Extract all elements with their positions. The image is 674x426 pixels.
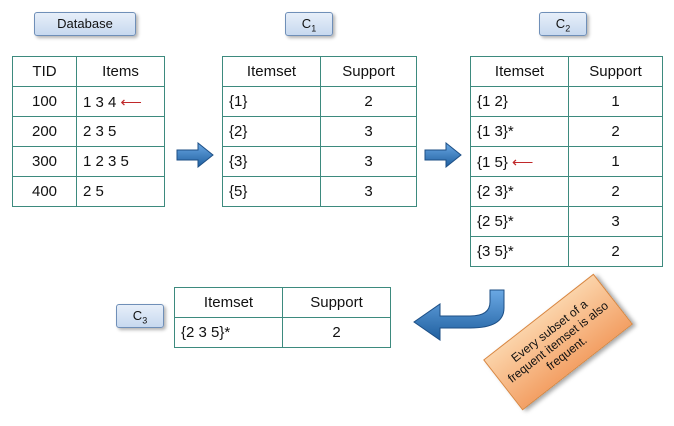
tid-cell: 400: [12, 176, 77, 207]
table-row: {2 3}* 2: [470, 176, 663, 207]
tid-cell: 300: [12, 146, 77, 177]
table-row: {1 2} 1: [470, 86, 663, 117]
table-row: {5} 3: [222, 176, 417, 207]
table-row: {3} 3: [222, 146, 417, 177]
c2-label-sub: 2: [565, 23, 571, 34]
itemset-cell: {2 3}*: [470, 176, 569, 207]
column-header: Items: [76, 56, 165, 87]
itemset-cell: {1 2}: [470, 86, 569, 117]
table-row: {1} 2: [222, 86, 417, 117]
items-cell: 1 2 3 5: [76, 146, 165, 177]
tid-cell: 100: [12, 86, 77, 117]
support-cell: 3: [320, 146, 417, 177]
itemset-cell: {3}: [222, 146, 321, 177]
tid-cell: 200: [12, 116, 77, 147]
itemset-cell: {1}: [222, 86, 321, 117]
column-header: Support: [320, 56, 417, 87]
c1-label-sub: 1: [311, 23, 317, 34]
table-header-row: TID Items: [12, 56, 165, 87]
support-cell: 2: [568, 116, 663, 147]
c3-table: Itemset Support {2 3 5}* 2: [174, 287, 391, 348]
table-row: {2 3 5}* 2: [174, 317, 391, 348]
table-row: 100 1 3 4⟵: [12, 86, 165, 117]
table-row: {1 5}⟵ 1: [470, 146, 663, 177]
itemset-cell: {2 5}*: [470, 206, 569, 237]
c1-label: C1: [285, 12, 333, 36]
support-cell: 3: [320, 176, 417, 207]
flow-right-arrow-icon: [176, 142, 214, 168]
support-cell: 2: [320, 86, 417, 117]
table-row: {2 5}* 3: [470, 206, 663, 237]
database-table: TID Items 100 1 3 4⟵ 200 2 3 5 300 1 2 3…: [12, 56, 165, 207]
c1-table: Itemset Support {1} 2 {2} 3 {3} 3 {5} 3: [222, 56, 417, 207]
table-row: 400 2 5: [12, 176, 165, 207]
column-header: Support: [282, 287, 391, 318]
database-label-text: Database: [57, 16, 113, 31]
c2-label-text: C: [555, 16, 566, 31]
red-left-arrow-icon: ⟵: [120, 93, 142, 111]
flow-right-arrow-icon: [424, 142, 462, 168]
column-header: Support: [568, 56, 663, 87]
c3-label-text: C: [132, 308, 143, 323]
items-cell: 1 3 4⟵: [76, 86, 165, 117]
support-cell: 1: [568, 146, 663, 177]
itemset-cell: {1 3}*: [470, 116, 569, 147]
items-text: 1 3 4: [83, 93, 117, 111]
table-row: {3 5}* 2: [470, 236, 663, 267]
support-cell: 3: [320, 116, 417, 147]
items-cell: 2 3 5: [76, 116, 165, 147]
items-cell: 2 5: [76, 176, 165, 207]
red-left-arrow-icon: ⟵: [511, 153, 534, 171]
c1-label-text: C: [301, 16, 312, 31]
support-cell: 1: [568, 86, 663, 117]
support-cell: 2: [282, 317, 391, 348]
table-row: {2} 3: [222, 116, 417, 147]
database-label: Database: [34, 12, 136, 36]
table-row: 200 2 3 5: [12, 116, 165, 147]
table-row: 300 1 2 3 5: [12, 146, 165, 177]
itemset-text: {1 5}: [477, 153, 508, 171]
support-cell: 3: [568, 206, 663, 237]
table-header-row: Itemset Support: [222, 56, 417, 87]
support-cell: 2: [568, 176, 663, 207]
table-row: {1 3}* 2: [470, 116, 663, 147]
column-header: Itemset: [174, 287, 283, 318]
column-header: TID: [12, 56, 77, 87]
support-cell: 2: [568, 236, 663, 267]
flow-curved-arrow-icon: [413, 289, 505, 341]
table-header-row: Itemset Support: [470, 56, 663, 87]
itemset-cell: {2 3 5}*: [174, 317, 283, 348]
c3-label: C3: [116, 304, 164, 328]
column-header: Itemset: [222, 56, 321, 87]
table-header-row: Itemset Support: [174, 287, 391, 318]
c3-label-sub: 3: [142, 315, 148, 326]
c2-label: C2: [539, 12, 587, 36]
itemset-cell: {5}: [222, 176, 321, 207]
c2-table: Itemset Support {1 2} 1 {1 3}* 2 {1 5}⟵ …: [470, 56, 663, 267]
note-text: Every subset of a frequent itemset is al…: [505, 296, 611, 386]
itemset-cell: {3 5}*: [470, 236, 569, 267]
itemset-cell: {2}: [222, 116, 321, 147]
column-header: Itemset: [470, 56, 569, 87]
itemset-cell: {1 5}⟵: [470, 146, 569, 177]
